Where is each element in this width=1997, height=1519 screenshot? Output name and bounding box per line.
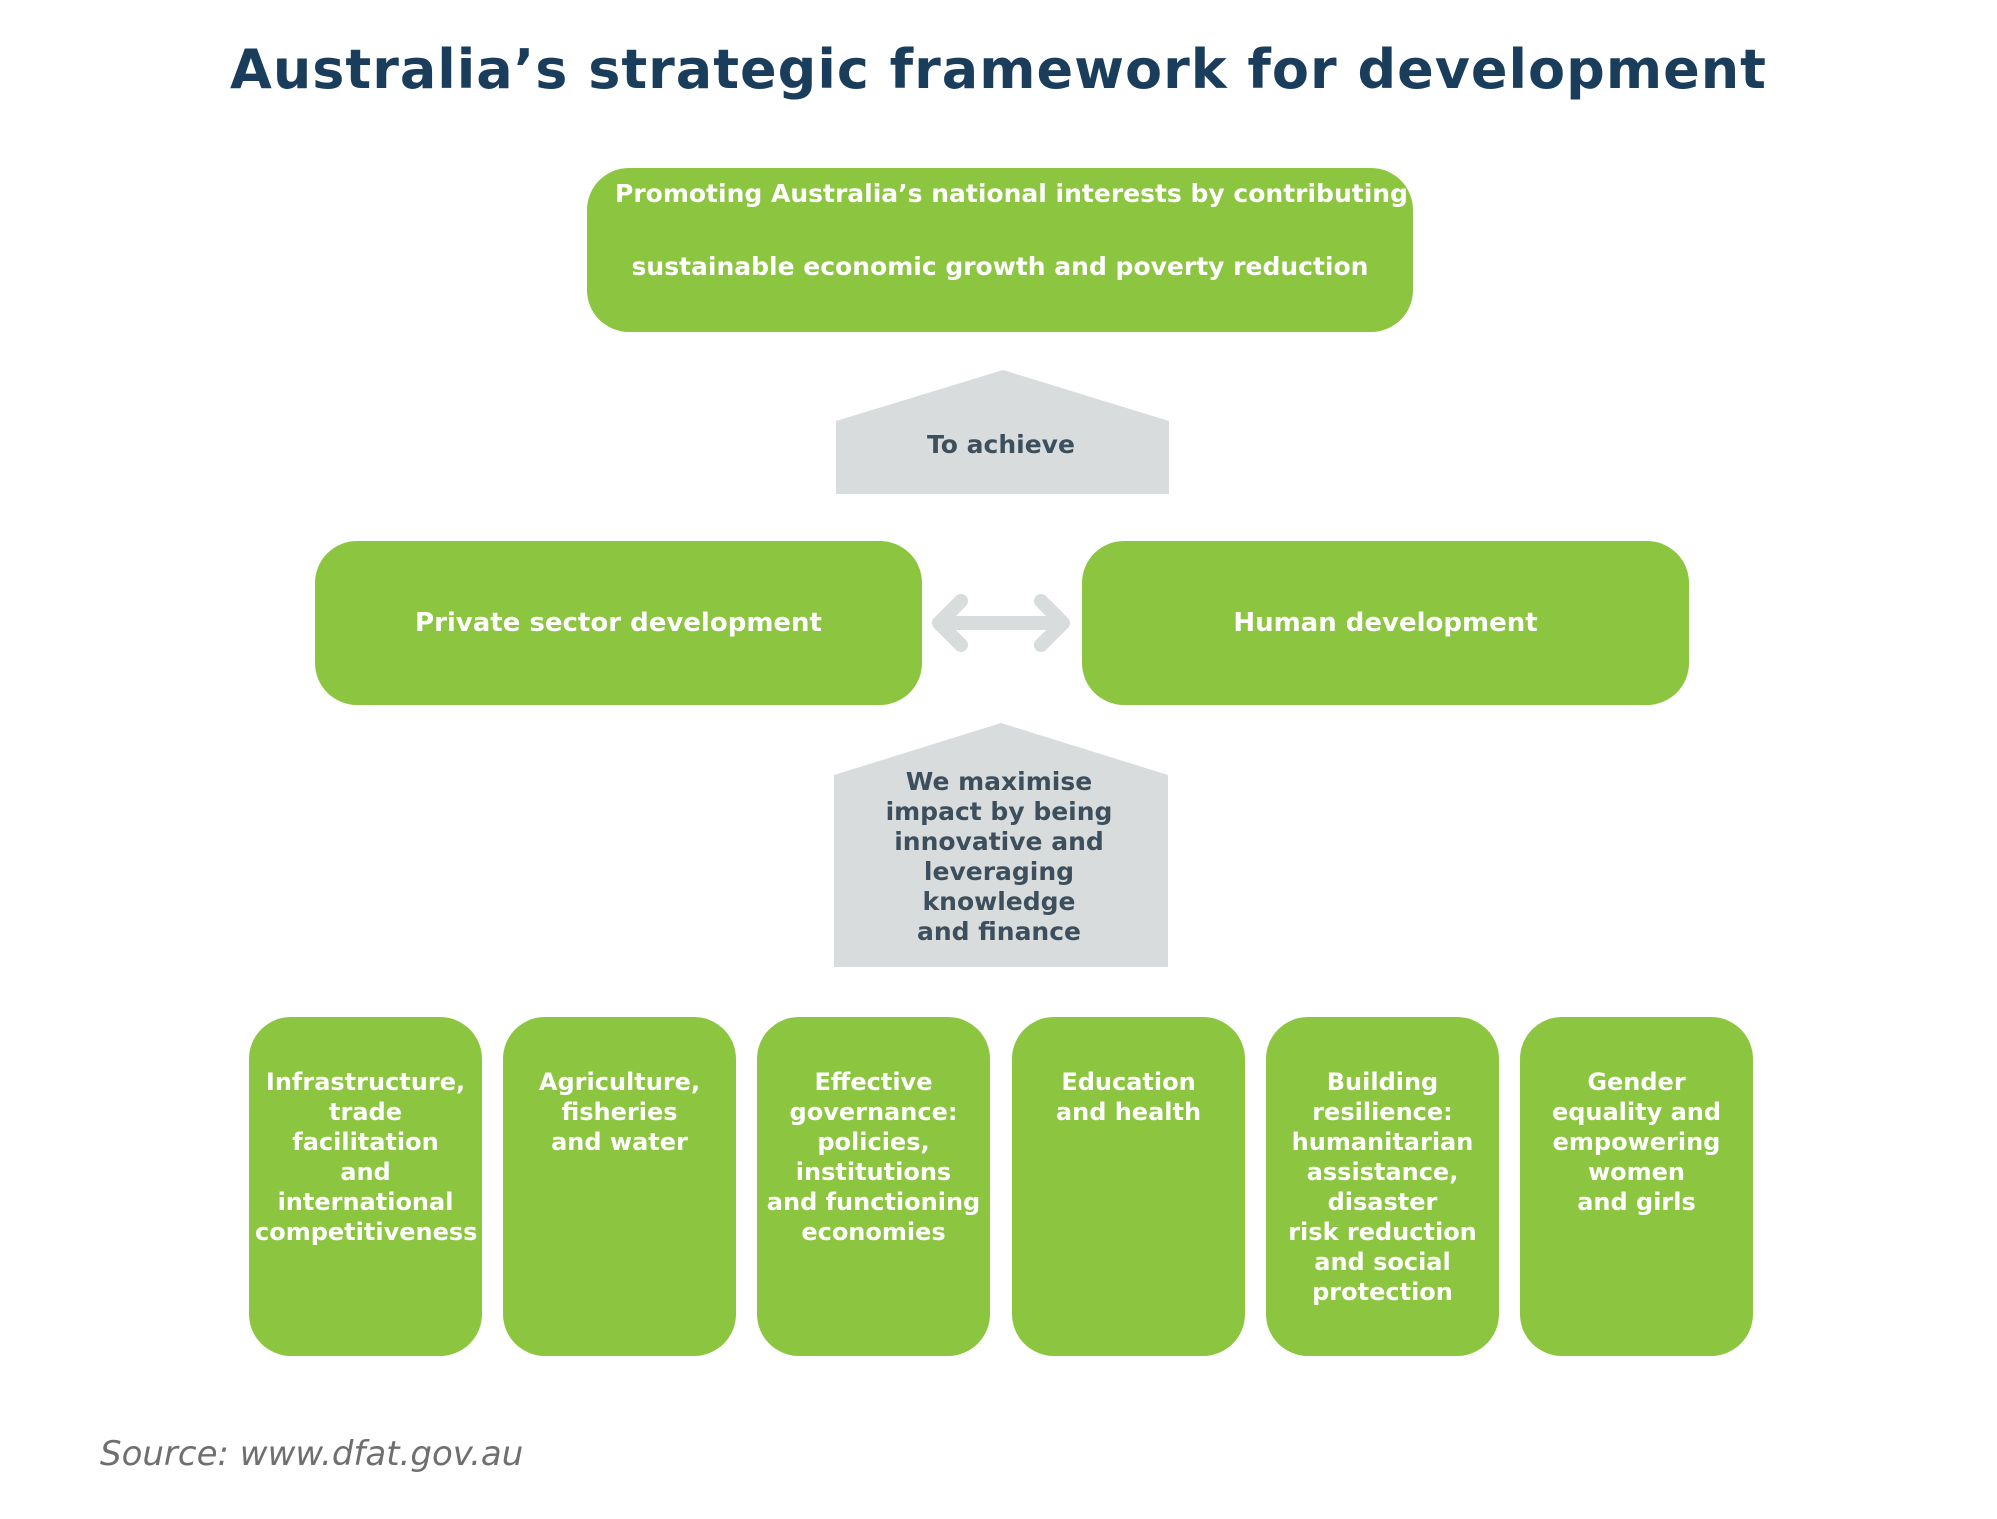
private-sector-development-box: Private sector development (315, 541, 922, 705)
double-arrow-icon (932, 594, 1070, 652)
area-gender-equality-box: Gender equality and empowering women and… (1520, 1017, 1753, 1356)
to-achieve-label: To achieve (927, 430, 1075, 459)
goal-box: Promoting Australia’s national interests… (587, 168, 1446, 332)
goal-text-line-2: sustainable economic growth and poverty … (631, 252, 1369, 281)
source-note: Source: www.dfat.gov.au (100, 1434, 524, 1474)
area-governance-box: Effective governance: policies, institut… (757, 1017, 990, 1356)
area-resilience-box: Building resilience: humanitarian assist… (1266, 1017, 1499, 1356)
page-title: Australia’s strategic framework for deve… (230, 38, 1767, 101)
goal-text-line-1: Promoting Australia’s national interests… (615, 179, 1446, 208)
area-agriculture-box: Agriculture, fisheries and water (503, 1017, 736, 1356)
maximise-impact-label: We maximise impact by being innovative a… (885, 767, 1113, 946)
area-infrastructure-box: Infrastructure, trade facilitation and i… (249, 1017, 482, 1356)
human-development-box: Human development (1082, 541, 1689, 705)
area-education-health-box: Education and health (1012, 1017, 1245, 1356)
